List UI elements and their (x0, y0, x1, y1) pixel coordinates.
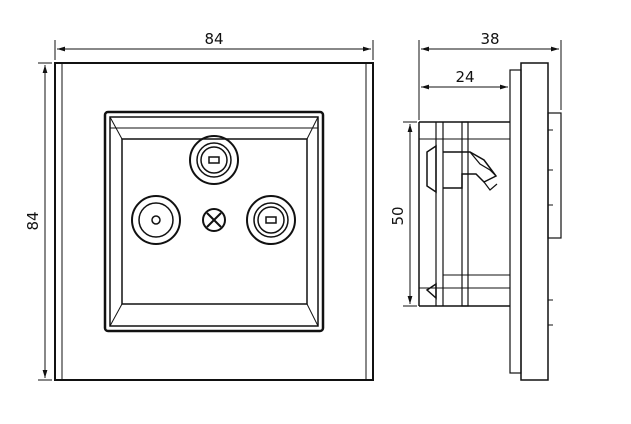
f-connector-icon (189, 135, 239, 185)
side-depth-total-label: 38 (480, 30, 499, 48)
front-width-label: 84 (204, 30, 223, 48)
front-view: 84 84 (24, 30, 374, 381)
side-depth-inner-dimension: 24 (421, 68, 511, 92)
front-height-label: 84 (24, 211, 42, 230)
coaxial-socket-icon (131, 195, 181, 245)
cross-screw-icon (202, 208, 226, 232)
side-mount-height-label: 50 (389, 206, 407, 225)
mounting-body (418, 121, 510, 307)
bevel-inner (121, 138, 308, 305)
insert-plate (103, 110, 325, 333)
front-height-dimension: 84 (24, 62, 52, 381)
side-depth-total-dimension: 38 (418, 30, 562, 120)
coaxial-socket-icon (246, 195, 296, 245)
side-mount-height-dimension: 50 (389, 121, 417, 307)
side-view: 38 24 50 (389, 30, 562, 381)
side-plate (520, 62, 549, 381)
front-width-dimension: 84 (54, 30, 374, 60)
outer-frame (54, 62, 374, 381)
side-depth-inner-label: 24 (455, 68, 474, 86)
